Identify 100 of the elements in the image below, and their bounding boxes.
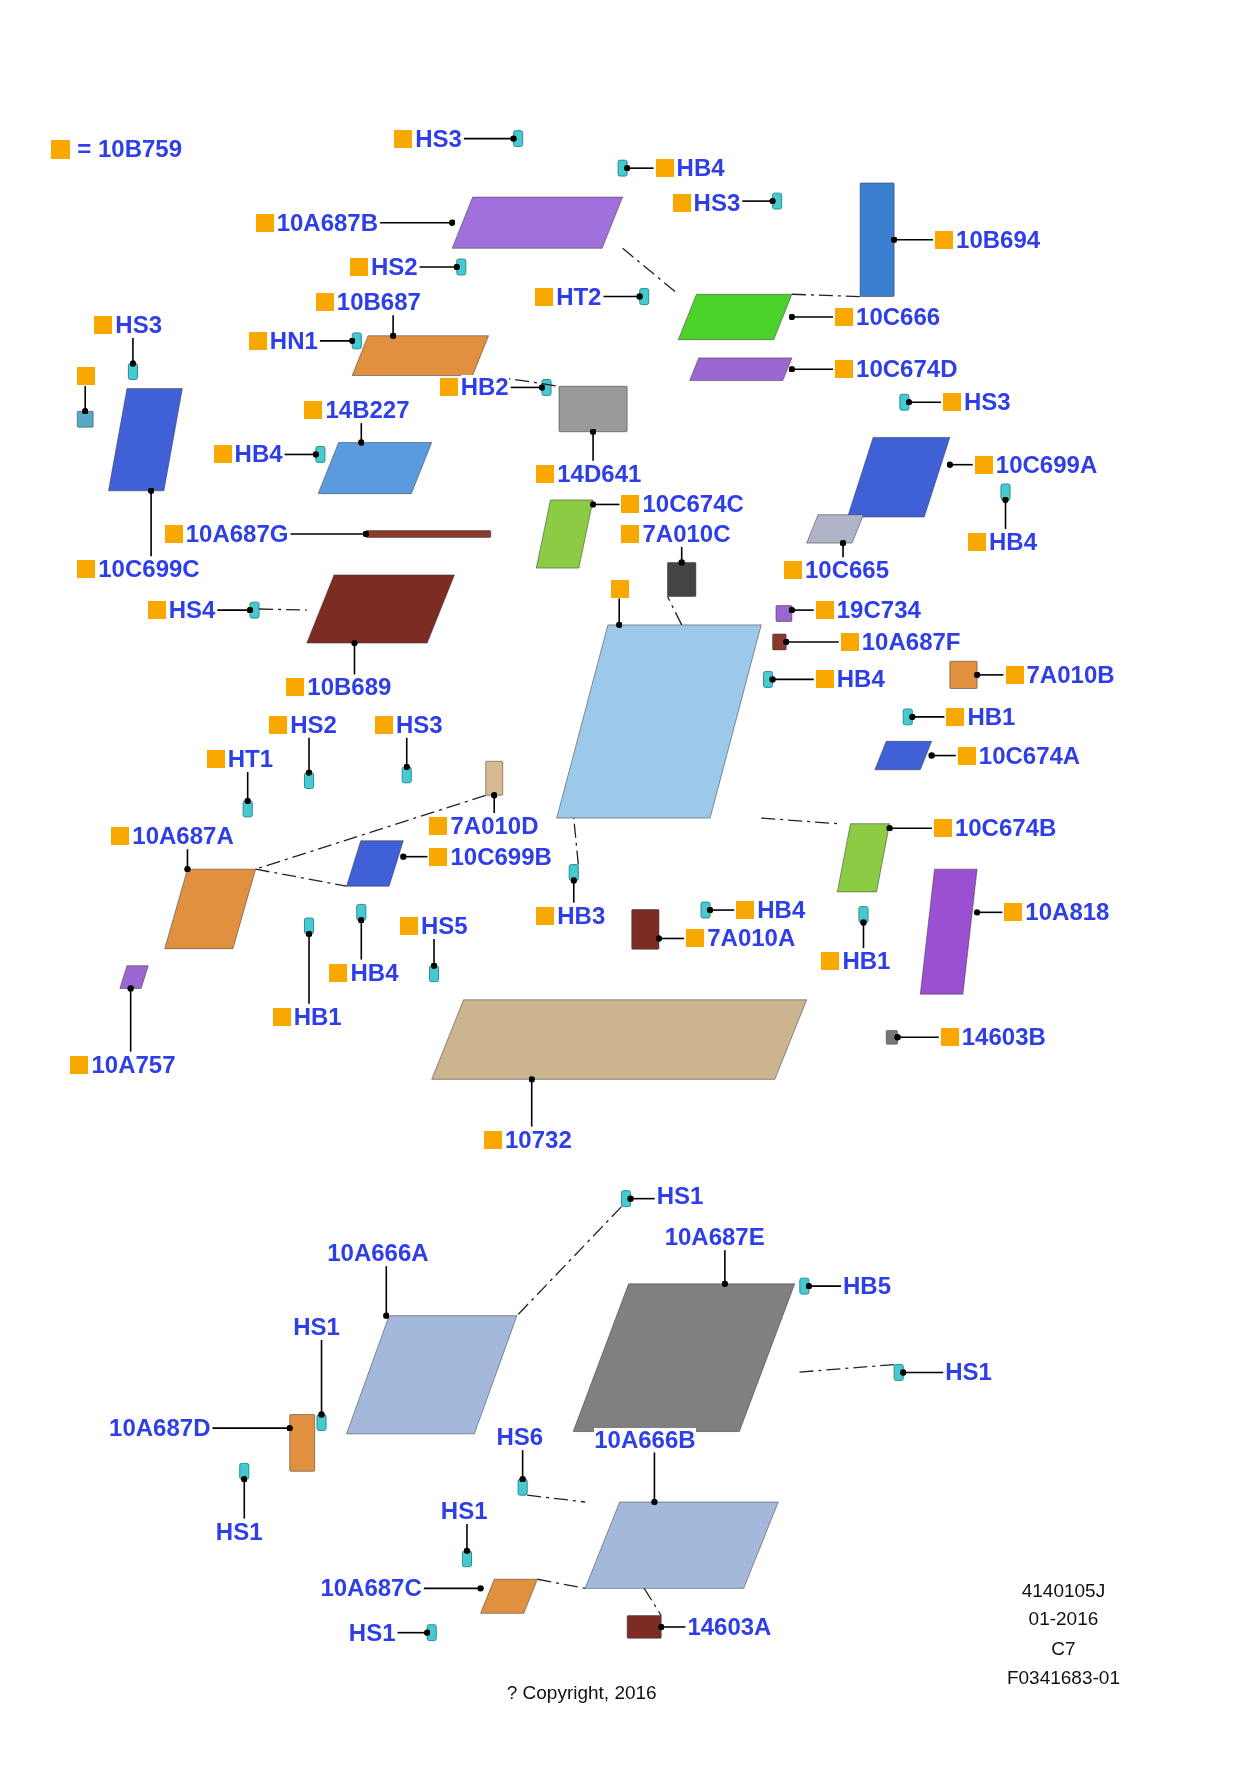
part-drawing bbox=[772, 633, 787, 651]
bolt-icon bbox=[304, 772, 315, 789]
part-drawing bbox=[806, 514, 864, 544]
bolt-icon bbox=[351, 332, 362, 350]
bolt-icon bbox=[461, 1550, 472, 1568]
part-drawing bbox=[431, 999, 808, 1080]
leader-line bbox=[602, 293, 643, 300]
leader-line bbox=[403, 737, 410, 771]
leader-line bbox=[894, 1034, 940, 1041]
part-drawing bbox=[365, 530, 492, 538]
assembly-line bbox=[536, 1578, 586, 1589]
leader-line bbox=[519, 1449, 526, 1483]
leader-line bbox=[351, 639, 358, 676]
assembly-line bbox=[791, 293, 861, 298]
leader-line bbox=[839, 539, 847, 559]
leader-line bbox=[788, 366, 834, 373]
leader-line bbox=[396, 1629, 431, 1636]
leader-line bbox=[289, 530, 370, 538]
part-drawing bbox=[119, 965, 149, 989]
part-drawing bbox=[535, 499, 594, 569]
part-drawing bbox=[631, 909, 660, 950]
assembly-line bbox=[573, 817, 579, 866]
part-drawing bbox=[677, 293, 793, 341]
leader-line bbox=[623, 164, 655, 172]
leader-line bbox=[400, 853, 429, 860]
bolt-icon bbox=[621, 1190, 632, 1208]
part-drawing bbox=[775, 605, 793, 622]
leader-line bbox=[147, 487, 155, 557]
drawing-code: C7 bbox=[1051, 1637, 1076, 1660]
leader-line bbox=[491, 792, 498, 814]
leader-line bbox=[430, 938, 438, 969]
leader-line bbox=[928, 752, 957, 759]
leader-line bbox=[379, 219, 456, 226]
leader-line bbox=[678, 546, 685, 566]
bolt-icon bbox=[456, 258, 467, 276]
leader-line bbox=[283, 451, 320, 458]
leader-line bbox=[1002, 496, 1009, 530]
leader-line bbox=[244, 771, 251, 805]
drawing-code: 4140105J bbox=[1021, 1579, 1106, 1602]
leader-line bbox=[886, 825, 933, 832]
leader-line bbox=[589, 501, 621, 508]
part-drawing bbox=[485, 760, 504, 796]
leader-line bbox=[909, 713, 946, 721]
bolt-icon bbox=[899, 393, 910, 411]
part-drawing bbox=[689, 357, 793, 382]
assembly-line bbox=[666, 595, 683, 626]
leader-line bbox=[129, 337, 137, 367]
bolt-icon bbox=[617, 159, 628, 177]
bolt-icon bbox=[428, 965, 440, 983]
bolt-icon bbox=[799, 1277, 810, 1295]
part-drawing bbox=[317, 442, 433, 495]
leader-line bbox=[973, 671, 1005, 679]
drawing-code: 01-2016 bbox=[1028, 1608, 1099, 1630]
part-drawing bbox=[885, 1030, 899, 1045]
bolt-icon bbox=[902, 708, 913, 726]
bolt-icon bbox=[401, 766, 412, 784]
part-drawing bbox=[874, 740, 933, 771]
part-drawing bbox=[306, 574, 455, 644]
leader-line bbox=[900, 1369, 945, 1376]
leader-line bbox=[651, 1451, 658, 1506]
part-drawing bbox=[164, 868, 257, 950]
part-drawing bbox=[451, 196, 624, 249]
bolt-icon bbox=[239, 1462, 250, 1480]
bolt-icon bbox=[127, 363, 138, 380]
leader-line bbox=[616, 597, 623, 629]
assembly-line bbox=[516, 1205, 623, 1317]
part-drawing bbox=[289, 1414, 316, 1472]
leader-line bbox=[627, 1195, 656, 1202]
leader-line bbox=[655, 935, 686, 942]
leader-line bbox=[973, 909, 1004, 916]
part-drawing bbox=[626, 1615, 662, 1639]
leader-line bbox=[769, 676, 815, 683]
bolt-icon bbox=[517, 1478, 528, 1496]
bolt-icon bbox=[242, 800, 253, 818]
copyright-note: ? Copyright, 2016 bbox=[506, 1681, 657, 1704]
part-drawing bbox=[847, 436, 951, 518]
bolt-icon bbox=[315, 446, 326, 463]
bolt-icon bbox=[639, 288, 650, 305]
leader-line bbox=[905, 399, 942, 406]
leader-line bbox=[658, 1623, 687, 1631]
bolt-icon bbox=[700, 901, 711, 919]
leader-line bbox=[946, 461, 974, 468]
leader-line bbox=[589, 428, 597, 462]
drawing-code: F0341683-01 bbox=[1006, 1667, 1120, 1690]
assembly-line bbox=[760, 817, 838, 825]
leader-line bbox=[509, 384, 546, 391]
leader-line bbox=[706, 906, 735, 914]
leader-line bbox=[418, 263, 460, 271]
bolt-icon bbox=[893, 1364, 904, 1381]
assembly-line bbox=[255, 868, 348, 887]
leader-line bbox=[305, 930, 313, 1005]
part-drawing bbox=[480, 1578, 538, 1614]
leader-line bbox=[318, 1339, 325, 1418]
leader-line bbox=[184, 848, 191, 873]
leader-line bbox=[216, 606, 254, 614]
part-drawing bbox=[558, 385, 628, 433]
leader-line bbox=[741, 197, 776, 205]
part-drawing bbox=[584, 1501, 779, 1589]
leader-line bbox=[528, 1076, 535, 1128]
leader-line bbox=[305, 737, 313, 776]
